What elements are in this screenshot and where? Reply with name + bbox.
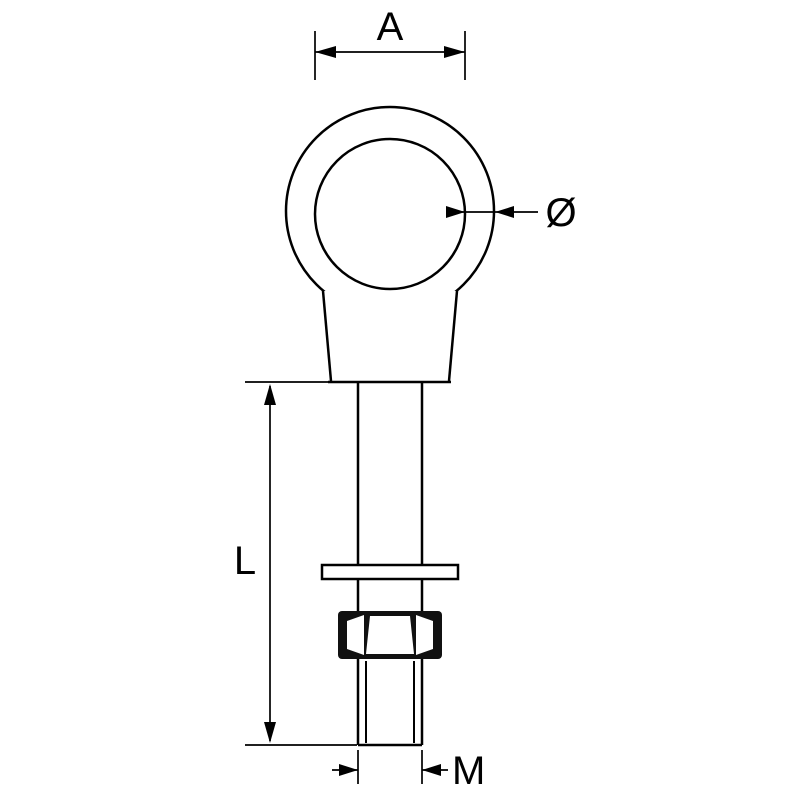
dim-l-arrow-top <box>264 384 276 405</box>
dim-a-arrow-left <box>315 46 336 58</box>
dim-a-arrow-right <box>444 46 465 58</box>
collar-fill <box>323 291 457 381</box>
collar-right-edge <box>447 290 459 382</box>
nut-facet-center <box>366 616 414 654</box>
dimension-label-a: A <box>377 5 404 49</box>
dim-m-arrow-right <box>422 764 441 776</box>
dim-dia-arrow-right <box>495 206 514 218</box>
nut-facet-left <box>347 615 364 655</box>
washer <box>320 563 460 581</box>
dimension-a: A <box>314 5 466 80</box>
eye-inner-circle <box>313 137 467 291</box>
dimension-label-diameter: Ø <box>545 191 576 235</box>
dimension-l: L <box>234 381 357 746</box>
dimension-m: M <box>332 749 485 793</box>
nut-facet-right <box>416 615 433 655</box>
dim-dia-arrow-left <box>446 206 465 218</box>
dimension-label-l: L <box>234 539 256 583</box>
eye-bolt-part <box>284 105 496 747</box>
dim-l-arrow-bottom <box>264 722 276 743</box>
dimension-diameter: Ø <box>446 191 577 235</box>
dim-m-arrow-left <box>339 764 358 776</box>
dimension-label-m: M <box>452 749 485 793</box>
collar-left-edge <box>321 290 333 382</box>
